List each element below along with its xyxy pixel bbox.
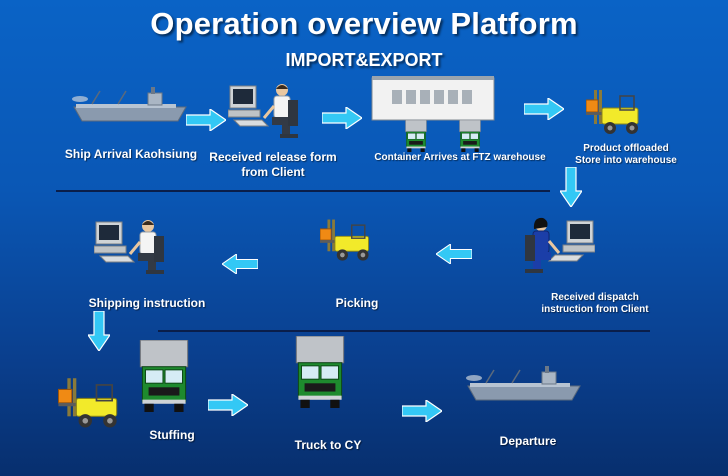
label-ship-arrival: Ship Arrival Kaohsiung	[64, 147, 198, 161]
label-departure: Departure	[499, 434, 557, 448]
truck-icon	[139, 340, 189, 412]
divider-row-2	[158, 330, 650, 332]
arrow-down-icon	[560, 167, 582, 207]
computer-operator-icon	[94, 218, 166, 276]
truck-icon	[459, 120, 481, 152]
forklift-icon	[58, 377, 118, 429]
label-shipping-instruction: Shipping instruction	[88, 296, 206, 310]
label-dispatch-1: Received dispatch	[551, 292, 639, 303]
forklift-icon	[320, 218, 370, 262]
arrow-down-icon	[88, 311, 110, 351]
arrow-right-icon	[186, 109, 226, 131]
page-title: Operation overview Platform	[150, 6, 578, 41]
computer-operator-icon	[523, 216, 595, 275]
arrow-right-icon	[524, 98, 564, 120]
ship-icon	[71, 86, 187, 122]
arrow-right-icon	[322, 107, 362, 129]
arrow-left-icon	[222, 254, 258, 274]
forklift-icon	[586, 89, 639, 135]
divider-row-1	[56, 190, 550, 192]
truck-icon	[405, 120, 427, 152]
label-release-form-1: Received release form	[209, 150, 337, 164]
label-truck-to-cy: Truck to CY	[294, 438, 362, 452]
page-subtitle: IMPORT&EXPORT	[285, 50, 443, 70]
label-release-form-2: from Client	[241, 165, 305, 179]
ship-icon	[465, 365, 581, 401]
label-offloaded-2: Store into warehouse	[575, 155, 677, 166]
label-picking: Picking	[335, 296, 379, 310]
warehouse-icon	[371, 76, 495, 121]
label-dispatch-2: instruction from Client	[541, 304, 649, 315]
label-offloaded-1: Product offloaded	[583, 143, 669, 154]
label-container-arrives: Container Arrives at FTZ warehouse	[374, 152, 546, 163]
arrow-right-icon	[208, 394, 248, 416]
computer-operator-icon	[228, 82, 300, 140]
arrow-left-icon	[436, 244, 472, 264]
label-stuffing: Stuffing	[149, 428, 195, 442]
arrow-right-icon	[402, 400, 442, 422]
truck-icon	[295, 336, 345, 408]
